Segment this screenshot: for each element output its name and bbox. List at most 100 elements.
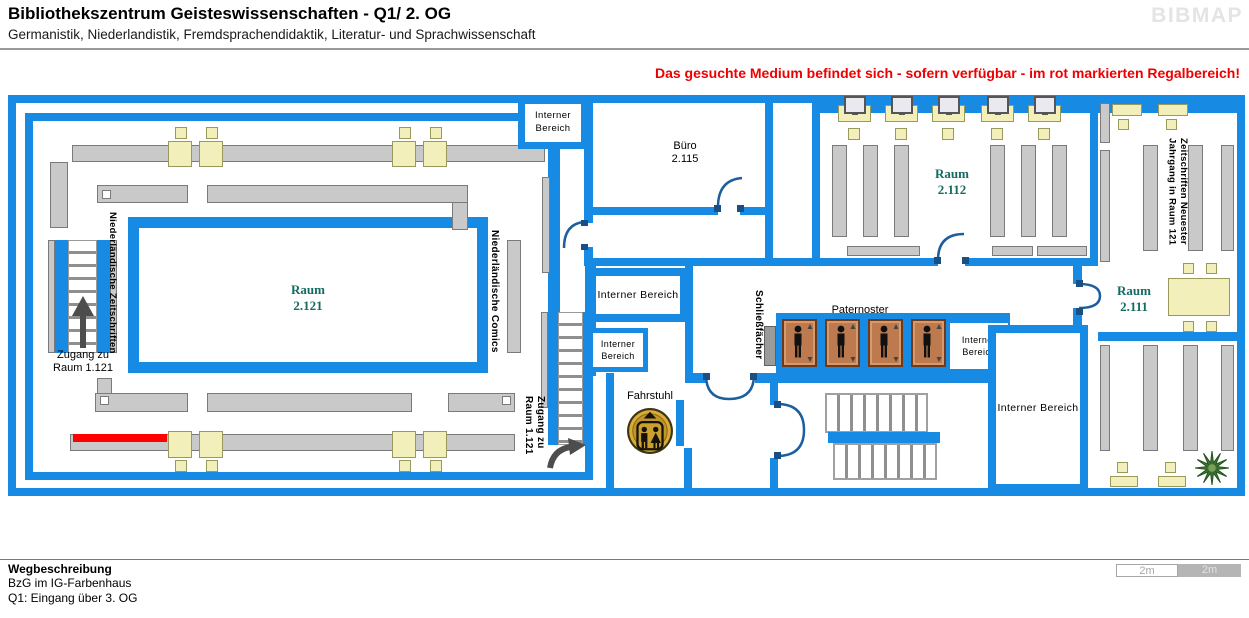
page-subtitle: Germanistik, Niederlandistik, Fremdsprac… [8, 27, 536, 42]
footer-line2: Q1: Eingang über 3. OG [8, 591, 138, 605]
chair [942, 128, 954, 140]
room-2121-label: Raum 2.121 [258, 282, 358, 315]
interner-bereich-label: Interner Bereich [597, 288, 679, 301]
shelf [448, 393, 515, 412]
person-icon [794, 324, 813, 362]
shelf [1037, 246, 1087, 256]
wall [770, 383, 778, 405]
plant-icon [1194, 450, 1230, 486]
shelf [95, 393, 188, 412]
room-2121-name: Raum [291, 282, 325, 297]
zugang-1121-vertical-label: Zugang zu Raum 1.121 [520, 396, 546, 482]
paternoster-cabin [911, 319, 946, 367]
fahrstuhl-wall-left [606, 373, 614, 496]
leftroom-door [562, 220, 588, 250]
computer-icon [891, 96, 913, 115]
paternoster-label: Paternoster [831, 304, 889, 316]
chair [175, 460, 187, 472]
wall [584, 247, 593, 260]
elevator-icon [627, 408, 673, 454]
stair-rail [541, 312, 548, 408]
corridor-wall [584, 258, 1098, 266]
interner-bereich-label: Interner Bereich [997, 402, 1079, 415]
wall [685, 266, 693, 376]
wall [548, 148, 560, 314]
stair-wall [55, 240, 68, 353]
paternoster-cabin [782, 319, 817, 367]
shelf [894, 145, 909, 237]
desk [1158, 476, 1186, 487]
room-2112-label: Raum 2.112 [917, 166, 987, 199]
lockers [764, 326, 776, 366]
person-icon [880, 324, 899, 362]
leftroom-wall-top [25, 113, 593, 121]
zugang-line2: Raum 1.121 [53, 362, 113, 375]
niederlaendische-zeitschriften-label: Niederländische Zeitschriften [107, 212, 118, 354]
chair [206, 127, 218, 139]
interner-bereich-box: Interner Bereich [588, 328, 648, 372]
shelf [863, 145, 878, 237]
computer-icon [1034, 96, 1056, 115]
desk [423, 141, 447, 167]
desk [392, 141, 416, 167]
room-2111-name: Raum [1117, 283, 1151, 298]
shelf [1221, 145, 1234, 251]
shelf [832, 145, 847, 237]
shelf-marker [102, 190, 111, 199]
shelf [1100, 103, 1110, 143]
staircase-to-1121 [558, 312, 583, 445]
chair [430, 127, 442, 139]
chair [991, 128, 1003, 140]
door-opening [938, 258, 965, 266]
desk [199, 141, 223, 167]
chair [1118, 119, 1129, 130]
person-icon [923, 324, 942, 362]
leftroom-wall-bottom [25, 472, 593, 480]
interner-bereich-label: Interner Bereich [961, 334, 997, 357]
shelf [992, 246, 1033, 256]
desk [1110, 476, 1138, 487]
buero-wall-bottom [584, 207, 771, 215]
buero-2115-label: Büro 2.115 [645, 140, 725, 166]
computer-icon [938, 96, 960, 115]
chair [1117, 462, 1128, 473]
buero-door [714, 176, 744, 212]
room-2111-label: Raum 2.111 [1102, 283, 1166, 316]
door-opening [707, 373, 755, 383]
double-staircase-lower [833, 443, 937, 480]
reading-table [1168, 278, 1230, 316]
shelf [1100, 150, 1110, 262]
zugang-v-line1: Zugang zu [535, 396, 546, 449]
interner-bereich-box: Interner Bereich [588, 268, 688, 322]
desk [1112, 104, 1142, 116]
chair [1183, 321, 1194, 332]
interner-bereich-room: Interner Bereich [988, 325, 1088, 492]
computer-icon [987, 96, 1009, 115]
outer-wall-bottom [8, 488, 1245, 496]
desk [199, 431, 223, 458]
wall [765, 95, 773, 266]
shelf [97, 185, 188, 203]
zugang-line1: Zugang zu [57, 349, 109, 361]
outer-wall-top [8, 95, 1245, 103]
page-title: Bibliothekszentrum Geisteswissenschaften… [8, 4, 452, 23]
footer-divider [0, 559, 1249, 560]
stair-landing [828, 432, 940, 443]
room-2112-number: 2.112 [937, 182, 967, 198]
buero-name: Büro [673, 140, 697, 152]
wall [584, 103, 593, 225]
shelf [97, 378, 112, 394]
double-staircase-upper [825, 393, 928, 433]
shelf [207, 185, 468, 203]
chair [399, 127, 411, 139]
interner-bereich-box: Interner Bereich [518, 97, 588, 149]
room-2112-name: Raum [935, 166, 969, 181]
header-divider [0, 48, 1249, 50]
desk [423, 431, 447, 458]
interner-bereich-label: Interner Bereich [600, 338, 636, 361]
scalebar-right: 2m [1178, 564, 1241, 577]
zugang-1121-label: Zugang zu Raum 1.121 [47, 349, 119, 375]
chair [848, 128, 860, 140]
chair [1206, 263, 1217, 274]
